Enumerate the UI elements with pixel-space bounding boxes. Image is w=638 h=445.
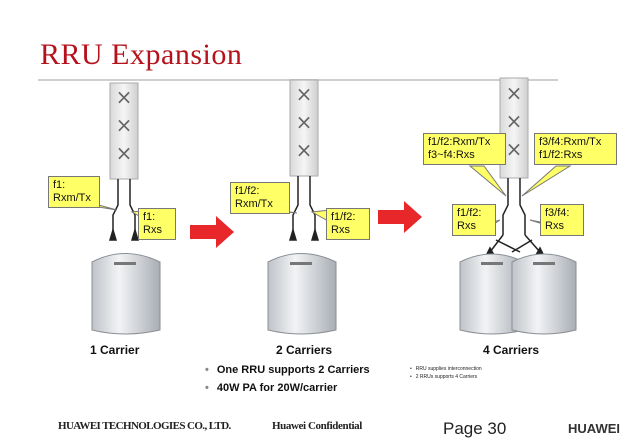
bullet-dot-icon: • — [410, 374, 412, 380]
label-text: f1: Rxs — [143, 211, 162, 236]
arrow-2 — [378, 201, 422, 233]
label-text: f1/f2:Rxm/Tx f3~f4:Rxs — [428, 136, 491, 161]
bullet-dot-icon: • — [205, 382, 209, 394]
label-f3f4-rxs: f3/f4: Rxs — [540, 204, 584, 236]
svg-text:×: × — [506, 81, 523, 105]
label-text: f3/f4:Rxm/Tx f1/f2:Rxs — [539, 136, 602, 161]
label-text: f1/f2: Rxs — [457, 207, 482, 232]
footer-confidential: Huawei Confidential — [272, 420, 362, 432]
bullet-item: • 40W PA for 20W/carrier — [205, 382, 370, 394]
caption-1-carrier: 1 Carrier — [90, 343, 140, 357]
footer — [0, 407, 638, 445]
svg-text:×: × — [506, 137, 523, 161]
label-f1f2-rxs-2: f1/f2: Rxs — [452, 204, 496, 236]
scenario-3-rru-right — [511, 253, 577, 335]
slide-title: RRU Expansion — [40, 38, 243, 71]
svg-text:×: × — [116, 113, 133, 137]
scenario-2-rru — [267, 253, 337, 335]
label-text: f3/f4: Rxs — [545, 207, 570, 232]
small-bullet-item: •2 RRUs supports 4 Carriers — [410, 373, 482, 381]
bullet-dot-icon: • — [410, 366, 412, 372]
svg-text:×: × — [296, 110, 313, 134]
label-f1f2-rxm-tx: f1/f2: Rxm/Tx — [230, 182, 290, 214]
label-text: f1/f2: Rxs — [331, 211, 356, 236]
bullet-text: One RRU supports 2 Carriers — [216, 364, 370, 376]
small-bullet-list: •RRU supplies interconnection •2 RRUs su… — [410, 365, 482, 381]
svg-text:×: × — [116, 85, 133, 109]
label-f1f2-rxs: f1/f2: Rxs — [326, 208, 370, 240]
caption-4-carriers: 4 Carriers — [483, 343, 540, 357]
caption-2-carriers: 2 Carriers — [276, 343, 333, 357]
label-text: f1: Rxm/Tx — [53, 179, 91, 204]
svg-text:×: × — [506, 109, 523, 133]
bullet-dot-icon: • — [205, 364, 209, 376]
small-bullet-text: 2 RRUs supports 4 Carriers — [415, 374, 478, 380]
label-text: f1/f2: Rxm/Tx — [235, 185, 273, 210]
page-number: Page 30 — [443, 419, 507, 438]
label-f1-rxs: f1: Rxs — [138, 208, 176, 240]
bullet-item: • One RRU supports 2 Carriers — [205, 364, 370, 376]
footer-brand: HUAWEI — [568, 421, 620, 436]
svg-text:×: × — [296, 82, 313, 106]
label-f3f4-rxm-tx-f1f2-rxs: f3/f4:Rxm/Tx f1/f2:Rxs — [534, 133, 617, 165]
small-bullet-text: RRU supplies interconnection — [415, 366, 482, 372]
small-bullet-item: •RRU supplies interconnection — [410, 365, 482, 373]
label-f1f2-rxm-tx-f3f4-rxs: f1/f2:Rxm/Tx f3~f4:Rxs — [423, 133, 506, 165]
arrow-1 — [190, 216, 234, 248]
footer-company: HUAWEI TECHNOLOGIES CO., LTD. — [58, 420, 231, 432]
scenario-2-antenna: × × × — [289, 79, 319, 177]
bullet-text: 40W PA for 20W/carrier — [216, 382, 338, 394]
svg-text:×: × — [116, 141, 133, 165]
scenario-2-feeders — [288, 176, 320, 241]
label-f1-rxm-tx: f1: Rxm/Tx — [48, 176, 100, 208]
scenario-1-antenna: × × × — [109, 82, 139, 180]
scenario-1-rru — [91, 253, 161, 335]
bullet-list: • One RRU supports 2 Carriers • 40W PA for… — [205, 364, 370, 400]
svg-text:×: × — [296, 138, 313, 162]
